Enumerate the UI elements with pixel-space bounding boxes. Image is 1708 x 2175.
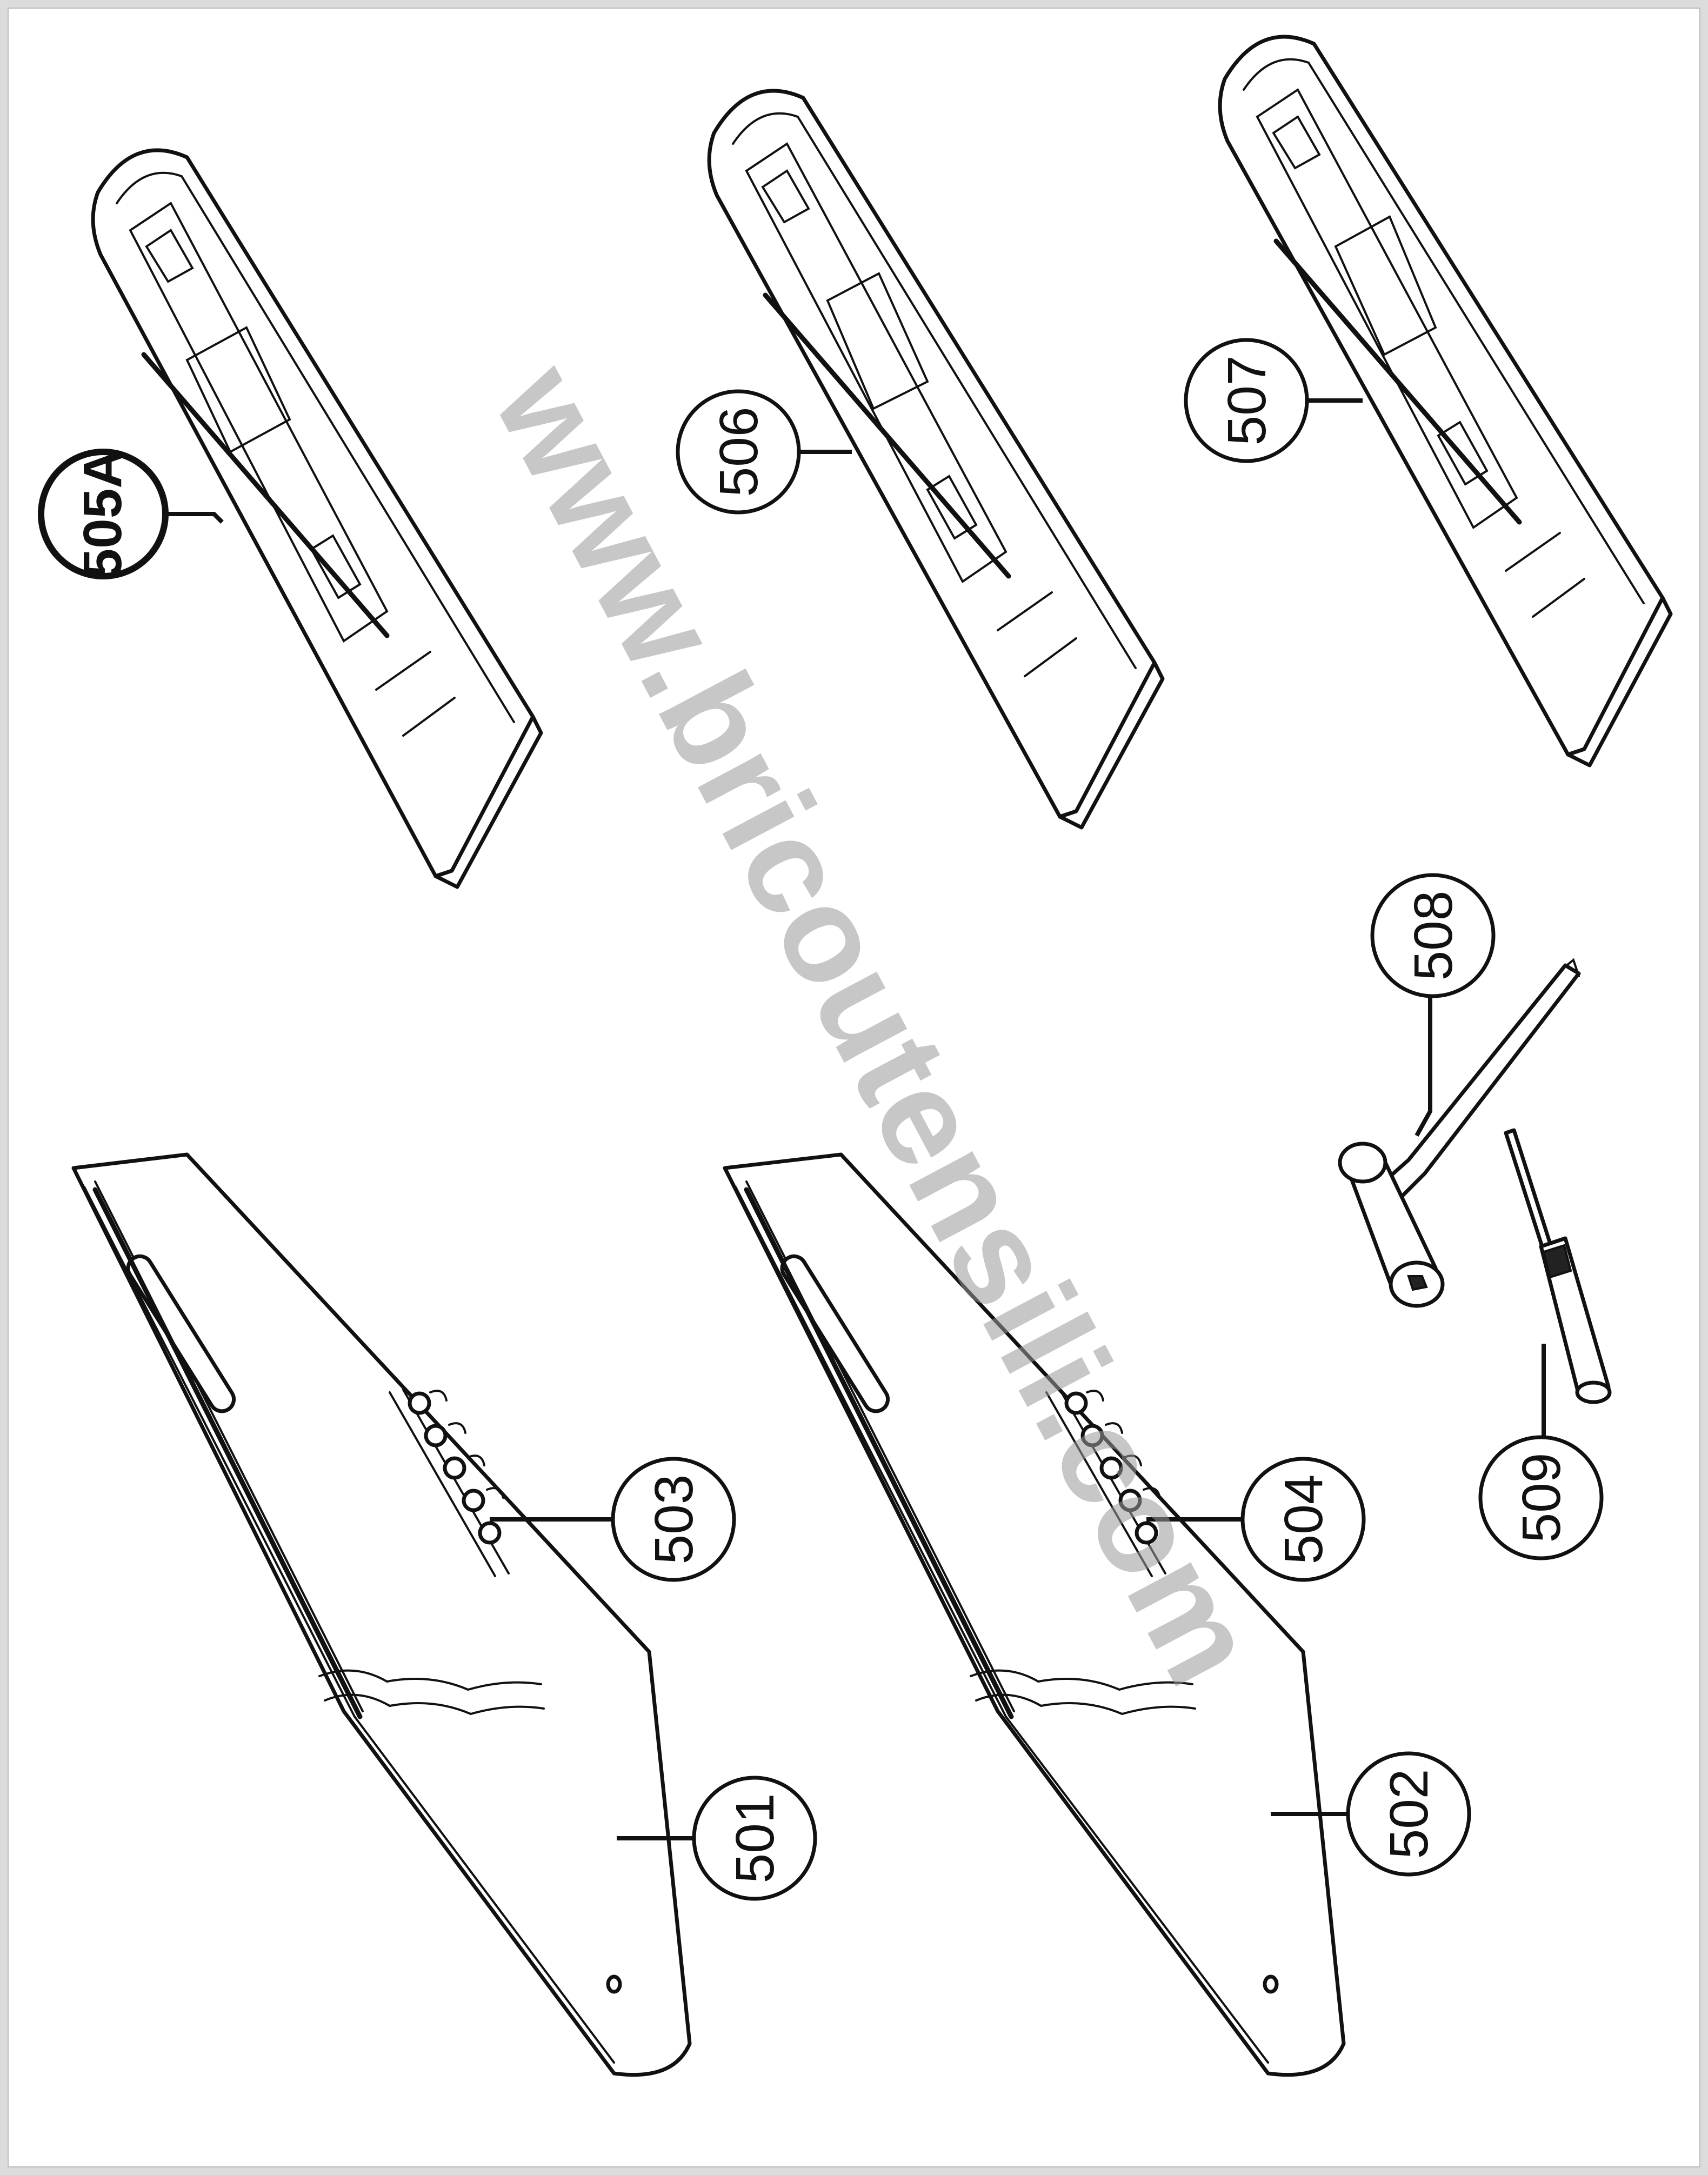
- saw-chain-504: [1045, 1389, 1166, 1577]
- callout-506: 506: [676, 389, 801, 515]
- callout-label-505a: 505A: [72, 449, 133, 578]
- bar-cover-506: [707, 89, 1165, 830]
- callout-508: 508: [1370, 873, 1496, 998]
- callout-501: 501: [692, 1776, 817, 1901]
- parts-diagram: 505A 506 507 508 509 503: [38, 35, 1673, 2077]
- callout-label-506: 506: [709, 407, 769, 497]
- bar-cover-507: [1218, 35, 1673, 768]
- callout-label-502: 502: [1379, 1769, 1439, 1859]
- screwdriver-509: [1504, 1128, 1612, 1404]
- callout-label-503: 503: [644, 1475, 704, 1565]
- callout-505a: 505A: [38, 449, 169, 579]
- saw-chain-503: [389, 1389, 510, 1577]
- callout-504: 504: [1240, 1457, 1366, 1582]
- callout-509: 509: [1478, 1435, 1604, 1560]
- diagram-sheet: 505A 506 507 508 509 503: [8, 8, 1700, 2167]
- bar-cover-505a: [91, 148, 543, 889]
- callout-label-508: 508: [1403, 891, 1464, 981]
- callout-label-501: 501: [725, 1793, 785, 1884]
- leader-lines: [163, 398, 1546, 1840]
- guide-bar-501: [71, 1152, 692, 2077]
- callout-label-504: 504: [1273, 1475, 1334, 1565]
- callout-label-507: 507: [1217, 356, 1277, 446]
- callout-507: 507: [1184, 338, 1309, 463]
- guide-bar-502: [723, 1152, 1346, 2077]
- watermark-text: www.bricoutensili.com: [466, 341, 1288, 1707]
- callout-label-509: 509: [1511, 1453, 1572, 1543]
- callout-503: 503: [611, 1457, 736, 1582]
- combination-wrench-508: [1338, 958, 1581, 1308]
- callout-502: 502: [1346, 1751, 1471, 1877]
